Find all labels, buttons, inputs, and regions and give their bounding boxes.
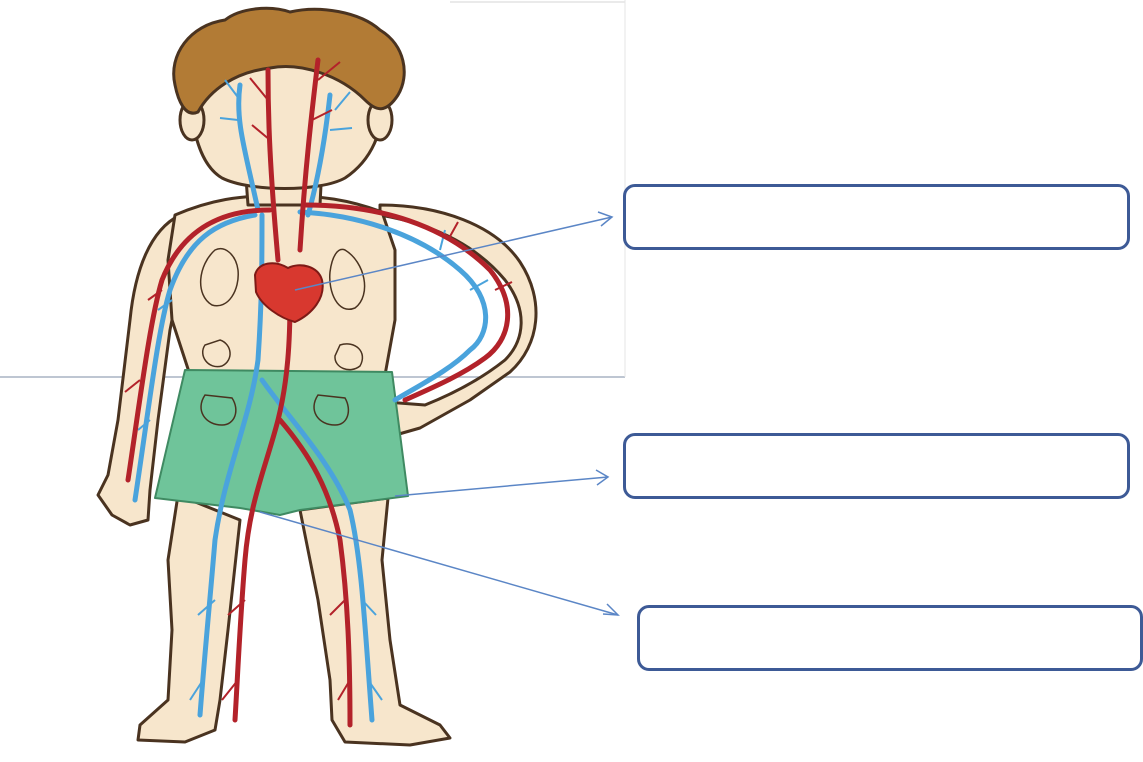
right-leg [300,498,450,745]
label-box-arteries[interactable] [623,433,1130,499]
pointer-line-arteries [395,477,608,496]
label-box-veins[interactable] [637,605,1143,671]
left-leg [138,495,240,742]
label-box-heart[interactable] [623,184,1130,250]
